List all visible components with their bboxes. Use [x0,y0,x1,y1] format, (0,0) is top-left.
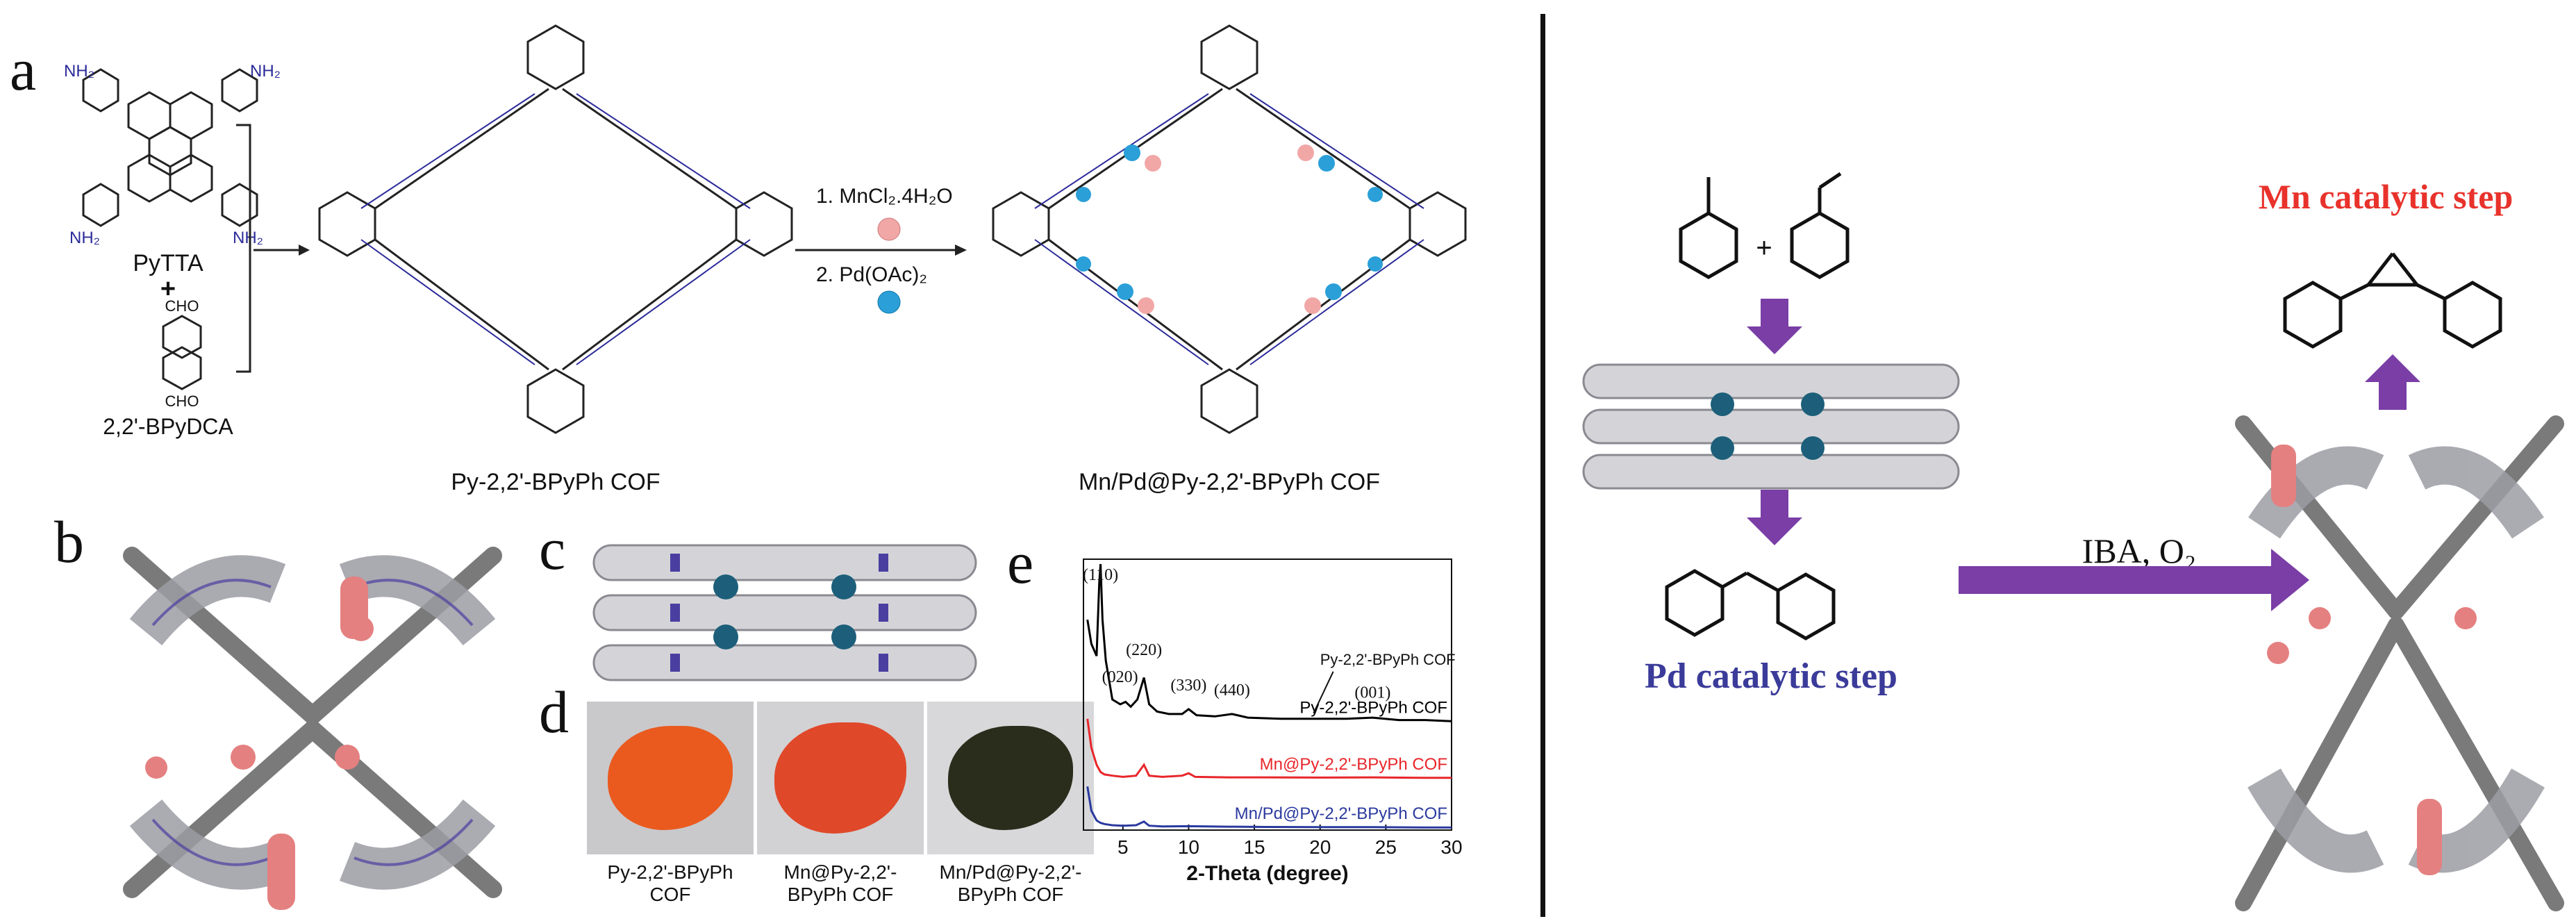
product2-label: Mn/Pd@Py-2,2'-BPyPh COF [1079,469,1380,495]
annotation-label: Py-2,2'-BPyPh COF [1320,651,1456,668]
amine-label-tr: NH₂ [250,62,281,81]
arrow-up [2365,354,2420,410]
panel-letter-a: a [10,36,37,103]
pytta-structure [82,68,258,227]
cof-framework-1 [318,24,793,434]
series-line-1 [1086,563,1452,722]
series-label-2: Mn@Py-2,2'-BPyPh COF [1260,755,1447,774]
aldehyde-label-top: CHO [165,297,199,315]
x-axis-label: 2-Theta (degree) [1186,862,1348,885]
x-tick-label: 20 [1309,836,1331,858]
photo-label-1: Py-2,2'-BPyPh COF [607,861,733,905]
amine-label-bl: NH₂ [69,229,100,247]
reagent-plus: + [1756,233,1772,263]
product1-label: Py-2,2'-BPyPh COF [451,469,660,495]
scheme-a: NH₂ NH₂ NH₂ NH₂ PyTTA + CHO CHO 2,2'-BPy… [64,24,1467,495]
arrow-right [1959,549,2309,611]
panel-letter-d: d [539,679,569,745]
peak-label: (440) [1214,681,1250,699]
photo-label-2: Mn@Py-2,2'- BPyPh COF [783,861,897,905]
peak-label: (330) [1170,677,1206,695]
amine-label-br: NH₂ [233,229,263,247]
photo-cof [587,702,754,854]
photo-mn-cof [757,702,924,854]
photo-mnpd-cof [927,702,1094,854]
panel-letter-c: c [539,515,566,582]
mn-ball-legend [877,217,901,241]
aldehyde-label-bottom: CHO [165,392,199,410]
series-line-2 [1086,718,1452,779]
arrow-down-1 [1747,299,1802,354]
powder-mn-cof [774,722,906,834]
x-tick-label: 5 [1117,836,1129,858]
annotation-arrow [1313,671,1334,714]
x-tick-label: 15 [1243,836,1265,858]
x-tick-label: 30 [1440,836,1462,858]
pytta-label: PyTTA [133,250,203,276]
x-tick-label: 25 [1375,836,1397,858]
condition-label: IBA, O₂ [2082,531,2197,570]
plus-sign: + [160,274,176,304]
pxrd-chart: 5 10 15 20 25 30 2-Theta (degree) Py-2,2'-BPyPh… [1049,545,1465,886]
stacked-layers-c [592,544,977,681]
panel-letter-b: b [54,508,84,575]
series-line-3 [1086,786,1452,829]
x-tick-label: 10 [1178,836,1199,858]
pd-step-label: Pd catalytic step [1645,656,1897,696]
peak-label: (001) [1354,684,1390,702]
peak-label: (110) [1083,566,1118,584]
metal-sites [1076,144,1383,314]
panel-letter-e: e [1007,529,1034,596]
powder-mnpd-cof [948,726,1073,830]
cof-3d-model-right [2235,415,2564,911]
bpydca-label: 2,2'-BPyDCA [103,414,233,439]
powder-cof [608,726,733,830]
mn-step-label: Mn catalytic step [2259,177,2513,216]
amine-label-tl: NH₂ [64,62,94,81]
peak-label: (020) [1102,668,1138,686]
arrow-down-2 [1747,490,1802,545]
series-label-3: Mn/Pd@Py-2,2'-BPyPh COF [1235,804,1447,823]
step2-label: 2. Pd(OAc)₂ [816,263,927,286]
step1-label: 1. MnCl₂.4H₂O [816,185,953,208]
bpydca-structure [162,315,202,390]
cof-framework-2 [992,24,1467,434]
photo-label-3: Mn/Pd@Py-2,2'- BPyPh COF [939,861,1082,905]
vertical-divider [1540,14,1545,917]
peak-label: (220) [1126,641,1162,659]
pd-ball-legend [877,290,901,314]
series-label-1: Py-2,2'-BPyPh COF [1299,698,1447,717]
pxrd-svg: 5 10 15 20 25 30 2-Theta (degree) Py-2,2'-BPyPh… [1083,558,1463,885]
plot-frame [1083,558,1452,831]
catalysis-scheme: + Pd catalytic step IBA, O₂ Mn catalytic… [1582,172,2564,911]
cof-3d-model-b [123,547,502,910]
